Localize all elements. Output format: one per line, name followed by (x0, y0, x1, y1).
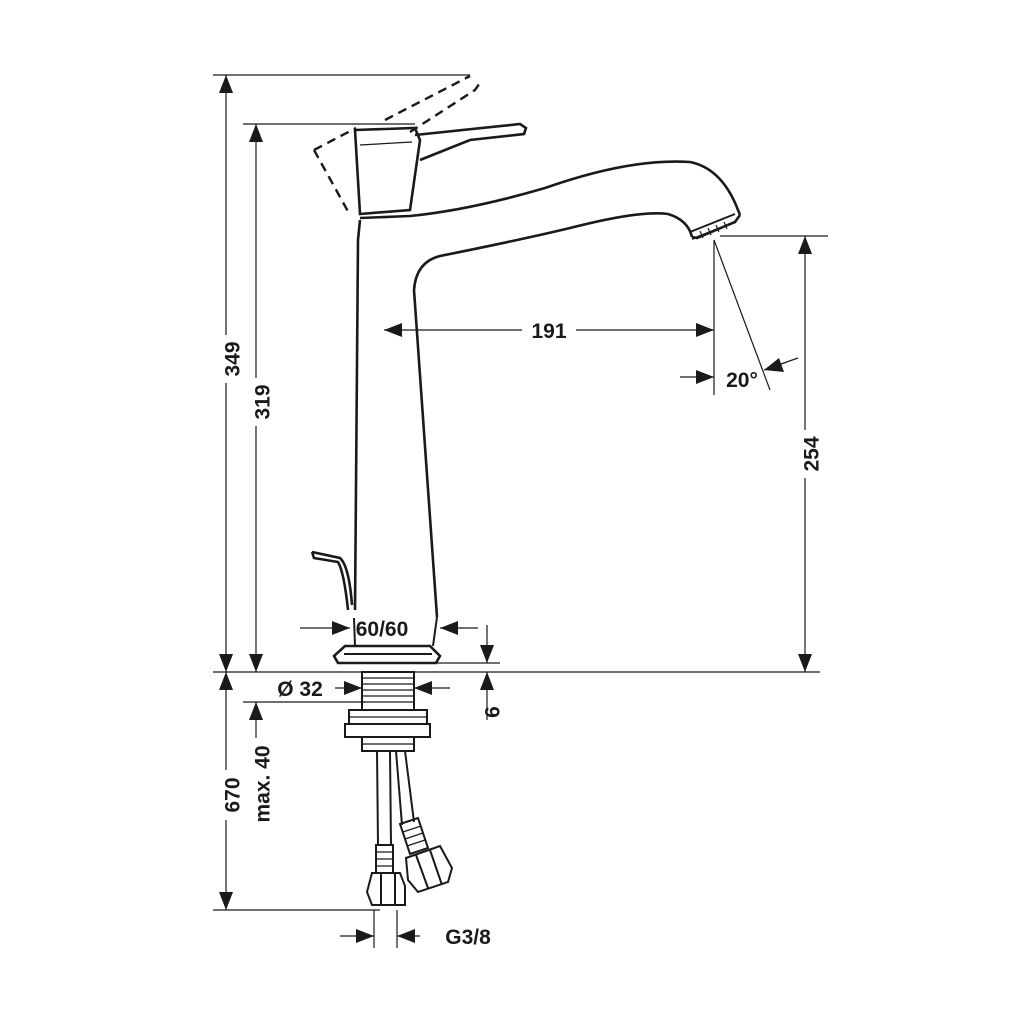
label-hose-length: 670 (222, 777, 245, 812)
column-left-edge (353, 219, 362, 611)
faucet-body (310, 74, 742, 665)
label-spray-angle: 20° (726, 369, 758, 392)
label-base-thickness: 6 (482, 706, 505, 718)
base-plate (332, 644, 442, 665)
label-spout-reach: 191 (531, 320, 566, 343)
aerator (689, 213, 737, 240)
label-base-size: 60/60 (356, 618, 409, 641)
dimension-labels: 349 319 191 20° 254 60/60 Ø 32 6 670 max… (212, 317, 824, 949)
spout-top (359, 160, 742, 220)
label-lever-height: 319 (252, 384, 275, 419)
mounting-shank (344, 671, 431, 752)
label-spout-height: 254 (801, 436, 824, 471)
label-connection-thread: G3/8 (445, 926, 491, 949)
column-right-edge (412, 211, 694, 618)
label-total-height: 349 (222, 341, 245, 376)
dimension-lines (219, 75, 812, 943)
label-shank-diameter: Ø 32 (277, 678, 323, 701)
lever-housing (353, 126, 422, 216)
supply-hoses (365, 750, 454, 906)
lever-handle (414, 122, 528, 162)
extension-lines (213, 74, 828, 948)
lever-open-position (312, 74, 483, 216)
drain-rod (310, 550, 354, 611)
label-max-counter: max. 40 (252, 745, 275, 822)
